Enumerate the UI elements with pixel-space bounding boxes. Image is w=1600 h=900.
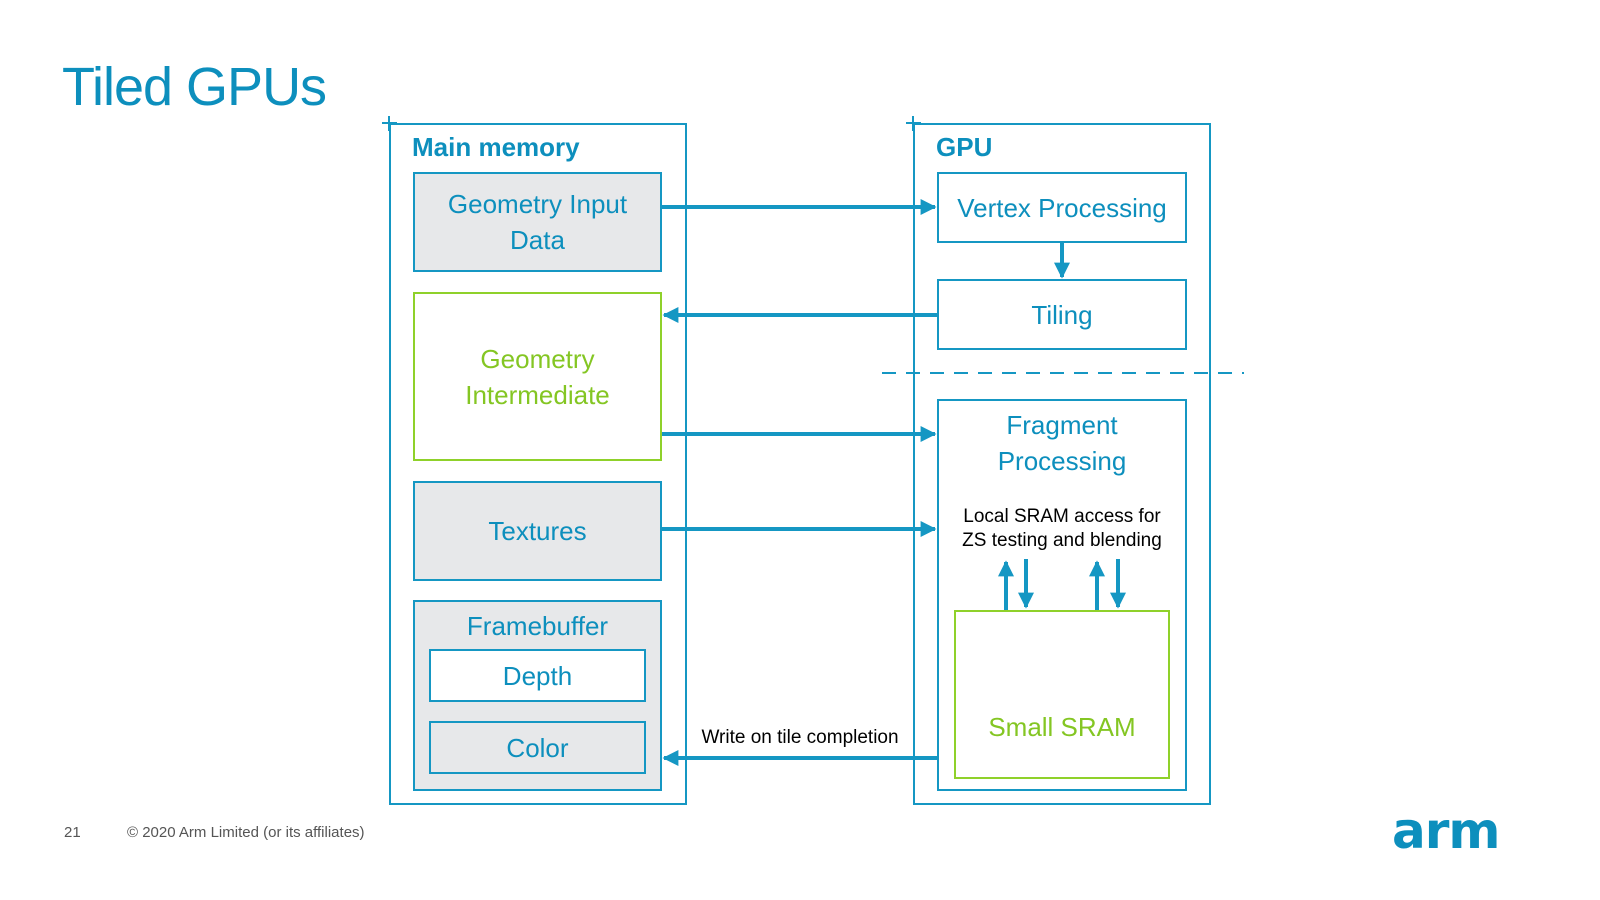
main-memory-corner-mark (382, 116, 397, 131)
depth-box: Depth (429, 649, 646, 702)
textures-label: Textures (488, 516, 587, 546)
color-label: Color (506, 732, 569, 763)
color-box: Color (429, 721, 646, 774)
vertex-processing-box: Vertex Processing (937, 172, 1187, 243)
gpu-corner-mark (906, 116, 921, 131)
geometry-intermediate-box: Geometry Intermediate (413, 292, 662, 461)
geometry-input-data-label: Geometry Input Data (447, 189, 628, 255)
small-sram-box: Small SRAM (954, 610, 1170, 779)
tiling-box: Tiling (937, 279, 1187, 350)
textures-box: Textures (413, 481, 662, 581)
page-number: 21 (64, 824, 81, 841)
sram-access-note: Local SRAM access for ZS testing and ble… (962, 506, 1162, 551)
vertex-processing-label: Vertex Processing (957, 192, 1167, 223)
small-sram-label: Small SRAM (988, 712, 1136, 742)
fragment-processing-label: Fragment Processing (997, 410, 1127, 476)
gpu-panel (913, 123, 1211, 805)
framebuffer-label: Framebuffer (466, 611, 609, 641)
main-memory-label: Main memory (412, 132, 580, 162)
tiling-label: Tiling (1031, 299, 1093, 330)
depth-label: Depth (502, 660, 573, 691)
main-memory-panel (389, 123, 687, 805)
write-on-tile-completion-label: Write on tile completion (701, 727, 899, 748)
arm-logo: arm (1392, 802, 1500, 860)
gpu-label: GPU (936, 132, 993, 162)
geometry-input-data-box: Geometry Input Data (413, 172, 662, 272)
slide-title: Tiled GPUs (62, 57, 327, 117)
geometry-intermediate-label: Geometry Intermediate (465, 343, 610, 410)
copyright-notice: © 2020 Arm Limited (or its affiliates) (127, 824, 365, 841)
